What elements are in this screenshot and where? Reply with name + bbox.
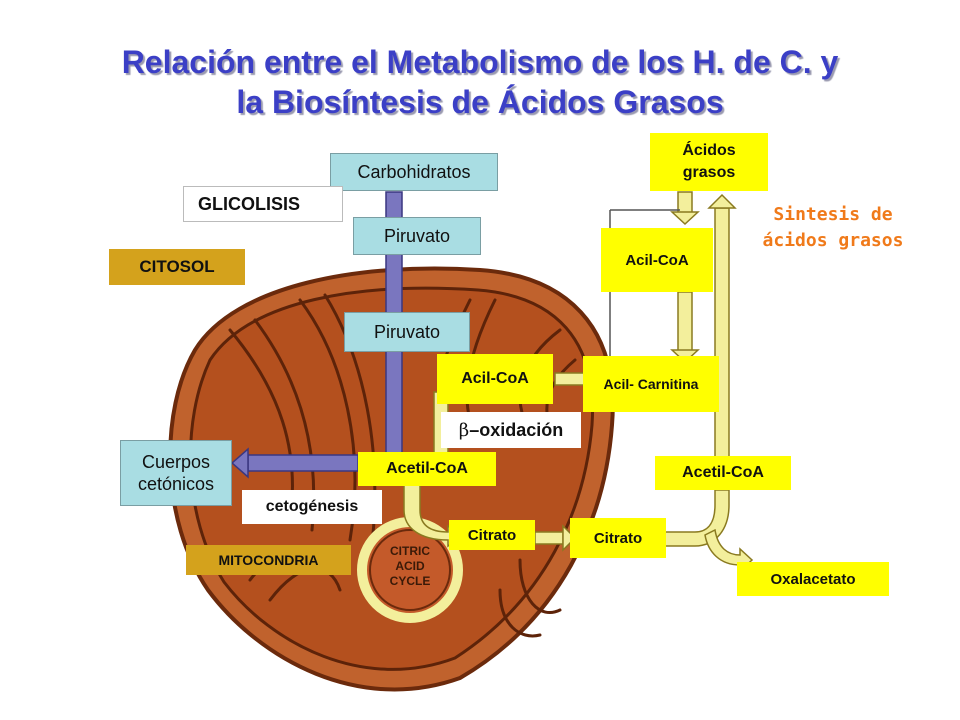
acil-coa-mitocondria-label: Acil-CoA (437, 354, 553, 404)
acil-coa-citosol-label: Acil-CoA (601, 228, 713, 292)
title-line-2: la Biosíntesis de Ácidos Grasos (236, 84, 724, 120)
cuerpos-cetonicos-label: Cuerpos cetónicos (120, 440, 232, 506)
citosol-label: CITOSOL (109, 249, 245, 285)
carbohidratos-label: Carbohidratos (330, 153, 498, 191)
cetogenesis-label: cetogénesis (242, 490, 382, 524)
cristae (228, 293, 577, 638)
sintesis-line-1: Sintesis de (773, 204, 893, 225)
acidos-grasos-label: Ácidos grasos (650, 133, 768, 191)
acil-carnitina-label: Acil- Carnitina (583, 356, 719, 412)
citrato-mitocondria-label: Citrato (449, 520, 535, 550)
sintesis-line-2: ácidos grasos (762, 230, 904, 251)
piruvato-mitocondria-label: Piruvato (344, 312, 470, 352)
beta-oxidacion-text: –oxidación (469, 419, 564, 440)
beta-symbol: β (458, 419, 470, 441)
cuerpos-line-1: Cuerpos (141, 452, 211, 472)
piruvato-citosol-label: Piruvato (353, 217, 481, 255)
title-line-1: Relación entre el Metabolismo de los H. … (121, 44, 839, 80)
mitocondria-label: MITOCONDRIA (186, 545, 351, 575)
cycle-label-3: CYCLE (390, 574, 431, 588)
sintesis-acidos-grasos-label: Sintesis de ácidos grasos (748, 202, 918, 254)
ketogenesis-arrow (230, 447, 359, 479)
citrato-citosol-label: Citrato (570, 518, 666, 558)
glicolisis-label: GLICOLISIS (183, 186, 343, 222)
cycle-label-2: ACID (395, 559, 425, 573)
cycle-label-1: CITRIC (390, 544, 430, 558)
beta-oxidacion-label: β–oxidación (441, 412, 581, 448)
oxalacetato-label: Oxalacetato (737, 562, 889, 596)
acetil-coa-mitocondria-label: Acetil-CoA (358, 452, 496, 486)
acidos-line-1: Ácidos (682, 142, 736, 159)
acidos-line-2: grasos (682, 164, 736, 181)
cuerpos-line-2: cetónicos (137, 474, 215, 494)
acetil-coa-citosol-label: Acetil-CoA (655, 456, 791, 490)
